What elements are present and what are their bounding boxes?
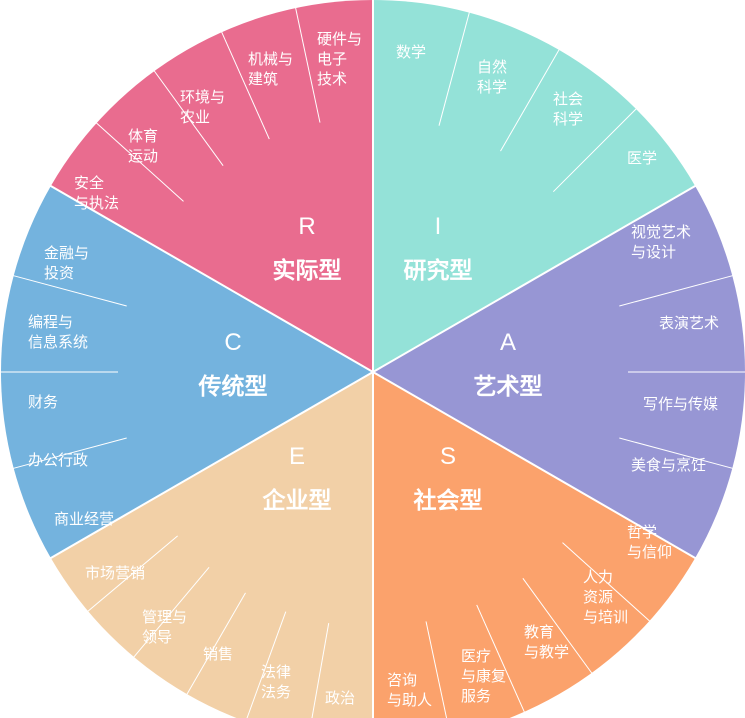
sub-divider-r-3: [219, 27, 270, 140]
type-code-s: S: [440, 443, 456, 470]
sector-a: [373, 186, 745, 558]
field-label-a-2: 写作与传媒: [643, 395, 718, 413]
field-label-r-3: 机械与建筑: [248, 50, 293, 88]
field-label-e-4: 市场营销: [85, 564, 145, 582]
field-label-r-2: 环境与农业: [180, 88, 225, 126]
sub-divider-e-3: [184, 592, 246, 699]
field-label-a-1: 表演艺术: [659, 314, 719, 332]
field-label-s-4: 咨询与助人: [387, 671, 432, 709]
sector-s: [373, 372, 696, 718]
field-label-s-2: 教育与教学: [524, 623, 569, 661]
sector-e: [50, 372, 373, 718]
type-code-c: C: [224, 329, 241, 356]
sub-divider-e-1: [311, 623, 330, 718]
sector-c: [0, 186, 373, 558]
type-code-i: I: [435, 213, 442, 240]
field-label-c-1: 财务: [28, 393, 58, 411]
field-label-c-0: 办公行政: [28, 451, 88, 469]
sector-r: [50, 0, 373, 372]
field-label-s-3: 医疗与康复服务: [461, 647, 506, 705]
type-name-s: 社会型: [414, 487, 483, 514]
main-divider-layer: [46, 0, 700, 718]
field-label-r-1: 体育运动: [128, 127, 158, 165]
field-label-i-3: 医学: [627, 149, 657, 167]
field-label-r-0: 安全与执法: [74, 174, 119, 212]
main-divider-s: [372, 371, 700, 562]
sub-divider-e-4: [130, 567, 210, 662]
field-label-c-2: 编程与信息系统: [28, 313, 88, 351]
main-divider-c: [46, 371, 374, 562]
type-name-r: 实际型: [273, 257, 342, 284]
sub-divider-r-2: [151, 66, 224, 166]
sub-divider-a-3: [619, 437, 738, 471]
field-label-a-0: 视觉艺术与设计: [631, 223, 691, 261]
sub-divider-s-4: [425, 621, 448, 718]
type-name-c: 传统型: [198, 373, 268, 400]
field-label-e-2: 销售: [203, 645, 233, 663]
sub-divider-s-1: [562, 542, 654, 625]
sub-divider-s-2: [522, 578, 595, 678]
type-code-e: E: [289, 443, 305, 470]
type-name-a: 艺术型: [474, 374, 543, 400]
type-code-a: A: [500, 329, 516, 356]
field-label-s-1: 人力资源与培训: [583, 568, 628, 626]
field-label-r-4: 硬件与电子技术: [317, 30, 362, 88]
type-name-i: 研究型: [404, 257, 473, 284]
main-divider-r: [46, 182, 374, 373]
field-label-i-2: 社会科学: [553, 90, 583, 128]
field-label-s-0: 哲学与信仰: [627, 523, 672, 561]
sector-i: [373, 0, 696, 372]
main-divider-a: [372, 182, 700, 373]
field-label-i-0: 数学: [396, 43, 426, 61]
sub-divider-a-1: [619, 273, 738, 307]
type-code-r: R: [298, 213, 315, 240]
sub-divider-r-4: [294, 3, 321, 123]
field-label-e-3: 管理与领导: [142, 608, 187, 646]
sub-divider-r-1: [92, 119, 184, 202]
type-name-e: 企业型: [262, 487, 332, 514]
sub-divider-c-1: [8, 437, 127, 471]
field-label-c-3: 金融与投资: [44, 244, 89, 282]
sub-divider-i-3: [552, 105, 640, 193]
field-label-a-3: 美食与烹饪: [631, 456, 706, 474]
field-label-e-0: 政治: [325, 689, 355, 707]
field-label-i-1: 自然科学: [477, 58, 507, 96]
sub-divider-i-1: [438, 7, 472, 126]
sub-divider-layer: [0, 3, 745, 718]
field-label-e-1: 法律法务: [261, 663, 291, 701]
field-label-e-5: 商业经营: [54, 510, 114, 528]
sub-divider-c-3: [8, 273, 127, 307]
sub-divider-i-2: [500, 45, 562, 152]
sub-divider-e-5: [83, 535, 178, 615]
sub-divider-s-3: [476, 604, 527, 717]
sub-divider-e-2: [246, 611, 287, 718]
